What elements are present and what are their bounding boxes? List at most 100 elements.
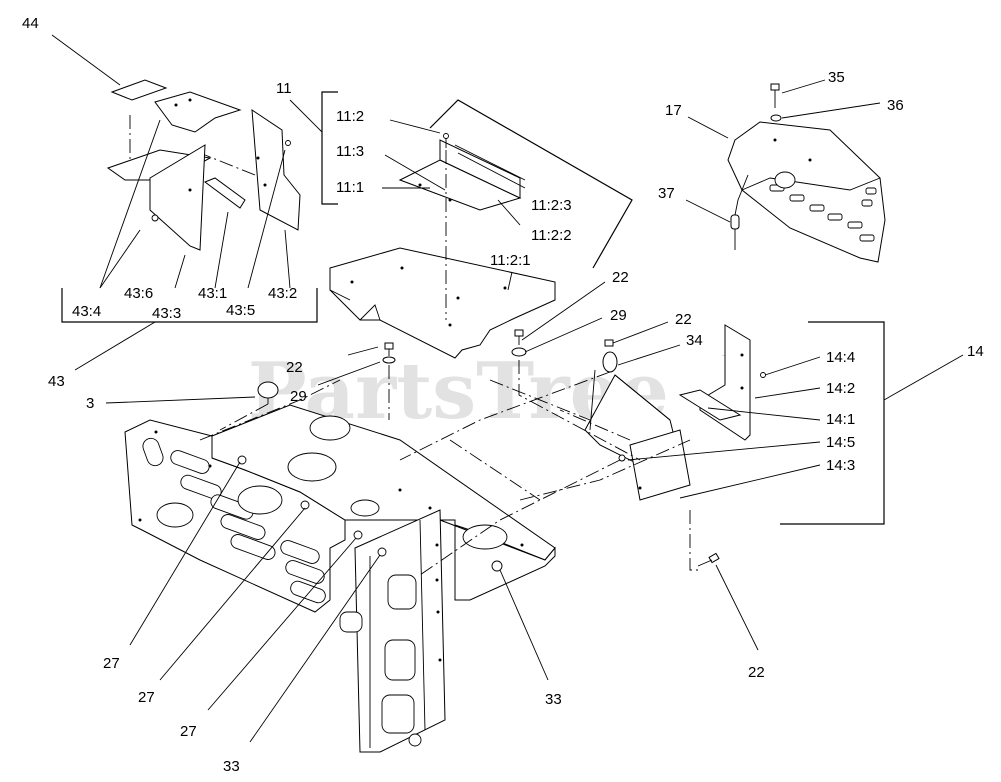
label-14-3: 14:3 bbox=[826, 457, 855, 474]
label-11-2: 11:2 bbox=[336, 108, 364, 125]
label-44: 44 bbox=[22, 15, 39, 32]
left-plate-slots bbox=[142, 437, 363, 633]
leg-cutout-1 bbox=[387, 574, 417, 610]
group-brackets bbox=[61, 91, 885, 525]
part-11-bracket bbox=[398, 133, 526, 211]
nut-27b bbox=[300, 500, 310, 510]
label-11-1: 11:1 bbox=[336, 179, 364, 196]
label-3: 3 bbox=[86, 395, 94, 412]
label-33-b: 33 bbox=[545, 691, 562, 708]
plate-43-3 bbox=[149, 144, 206, 251]
label-22-left: 22 bbox=[286, 359, 303, 376]
plate-14-3 bbox=[629, 429, 691, 501]
leg-cutout-3 bbox=[381, 694, 415, 734]
frame-leg-fold bbox=[419, 519, 426, 731]
bar-14-2 bbox=[678, 389, 742, 421]
bolt-22c-head bbox=[604, 339, 614, 347]
label-14-1: 14:1 bbox=[826, 411, 855, 428]
outline-11-2 bbox=[429, 99, 633, 269]
label-36: 36 bbox=[887, 97, 904, 114]
bracket-34-edge bbox=[614, 374, 671, 421]
bolt-22-lower-head bbox=[708, 552, 720, 564]
bolt-22b-head bbox=[514, 329, 524, 337]
deck-hole-3 bbox=[350, 499, 380, 517]
label-22-mid: 22 bbox=[675, 311, 692, 328]
main-frame bbox=[124, 404, 556, 753]
assembly-lines bbox=[129, 115, 700, 576]
deck-hole-2 bbox=[309, 415, 351, 441]
bracket-14 bbox=[780, 321, 885, 525]
label-14: 14 bbox=[967, 343, 984, 360]
label-27-a: 27 bbox=[103, 655, 120, 672]
label-43-6: 43:6 bbox=[124, 285, 153, 302]
deck-hole-4 bbox=[462, 524, 508, 550]
label-17: 17 bbox=[665, 102, 682, 119]
label-27-b: 27 bbox=[138, 689, 155, 706]
plate-11-2-1-notch bbox=[329, 289, 381, 321]
label-27-c: 27 bbox=[180, 723, 197, 740]
part-11-2-1-plate bbox=[329, 247, 556, 359]
part-17-cover bbox=[727, 83, 886, 263]
label-43-2: 43:2 bbox=[268, 285, 297, 302]
plate-14-1 bbox=[699, 324, 751, 441]
label-14-2: 14:2 bbox=[826, 380, 855, 397]
nut-33a bbox=[377, 547, 387, 557]
bolt-14-4 bbox=[760, 372, 766, 378]
pad-44 bbox=[110, 79, 168, 101]
label-11-2-1: 11:2:1 bbox=[490, 252, 531, 269]
label-11-2-3: 11:2:3 bbox=[531, 197, 572, 214]
part-14-assembly bbox=[584, 324, 766, 567]
label-14-4: 14:4 bbox=[826, 349, 855, 366]
label-37: 37 bbox=[658, 185, 675, 202]
label-43-4: 43:4 bbox=[72, 303, 101, 320]
label-43-5: 43:5 bbox=[226, 302, 255, 319]
nut-33b bbox=[491, 560, 503, 572]
label-22-bottom: 22 bbox=[748, 664, 765, 681]
bracket-43 bbox=[61, 288, 318, 323]
label-43-1: 43:1 bbox=[198, 285, 227, 302]
deck-hole-1 bbox=[287, 452, 337, 482]
part-43-assembly bbox=[106, 79, 301, 251]
label-43-3: 43:3 bbox=[152, 305, 181, 322]
washer-36 bbox=[770, 114, 782, 122]
bracket-11 bbox=[321, 91, 338, 205]
washer-29a bbox=[382, 356, 396, 364]
label-11-2-2: 11:2:2 bbox=[531, 227, 572, 244]
plate-43-2 bbox=[251, 109, 301, 231]
clip-34 bbox=[602, 351, 618, 373]
label-29-left: 29 bbox=[290, 388, 307, 405]
knob-3 bbox=[257, 381, 279, 399]
label-14-5: 14:5 bbox=[826, 434, 855, 451]
slot-bottom bbox=[339, 611, 363, 633]
leader-lines bbox=[51, 34, 964, 743]
cover-17-vents bbox=[769, 171, 877, 242]
callout-labels: 44 11 11:2 11:3 11:1 11:2:3 11:2:2 11:2:… bbox=[22, 15, 984, 775]
label-22-top: 22 bbox=[612, 269, 629, 286]
bolt-22a-head bbox=[384, 342, 394, 350]
leg-bottom-nut bbox=[408, 733, 422, 747]
leg-cutout-2 bbox=[384, 639, 416, 681]
label-11-3: 11:3 bbox=[336, 143, 364, 160]
nut-27c bbox=[353, 530, 363, 540]
nut-14-5 bbox=[618, 454, 626, 462]
label-43: 43 bbox=[48, 373, 65, 390]
connector-37 bbox=[730, 214, 740, 230]
nut-43-6 bbox=[151, 214, 159, 222]
label-11: 11 bbox=[276, 80, 292, 97]
bracket-11-rib bbox=[454, 144, 526, 181]
plate-43-3-top bbox=[154, 91, 242, 133]
cover-17 bbox=[727, 121, 886, 263]
label-29-right: 29 bbox=[610, 307, 627, 324]
bolt-35-head bbox=[770, 83, 780, 91]
cover-17-fold bbox=[741, 177, 881, 191]
washer-29b bbox=[511, 347, 527, 357]
bolt-43-5 bbox=[285, 140, 291, 146]
wire-37 bbox=[734, 174, 749, 250]
bar-43-1 bbox=[203, 177, 246, 209]
label-34: 34 bbox=[686, 332, 703, 349]
frame-dots bbox=[138, 430, 524, 662]
bolt-22-lower bbox=[697, 559, 713, 567]
label-33-a: 33 bbox=[223, 758, 240, 775]
